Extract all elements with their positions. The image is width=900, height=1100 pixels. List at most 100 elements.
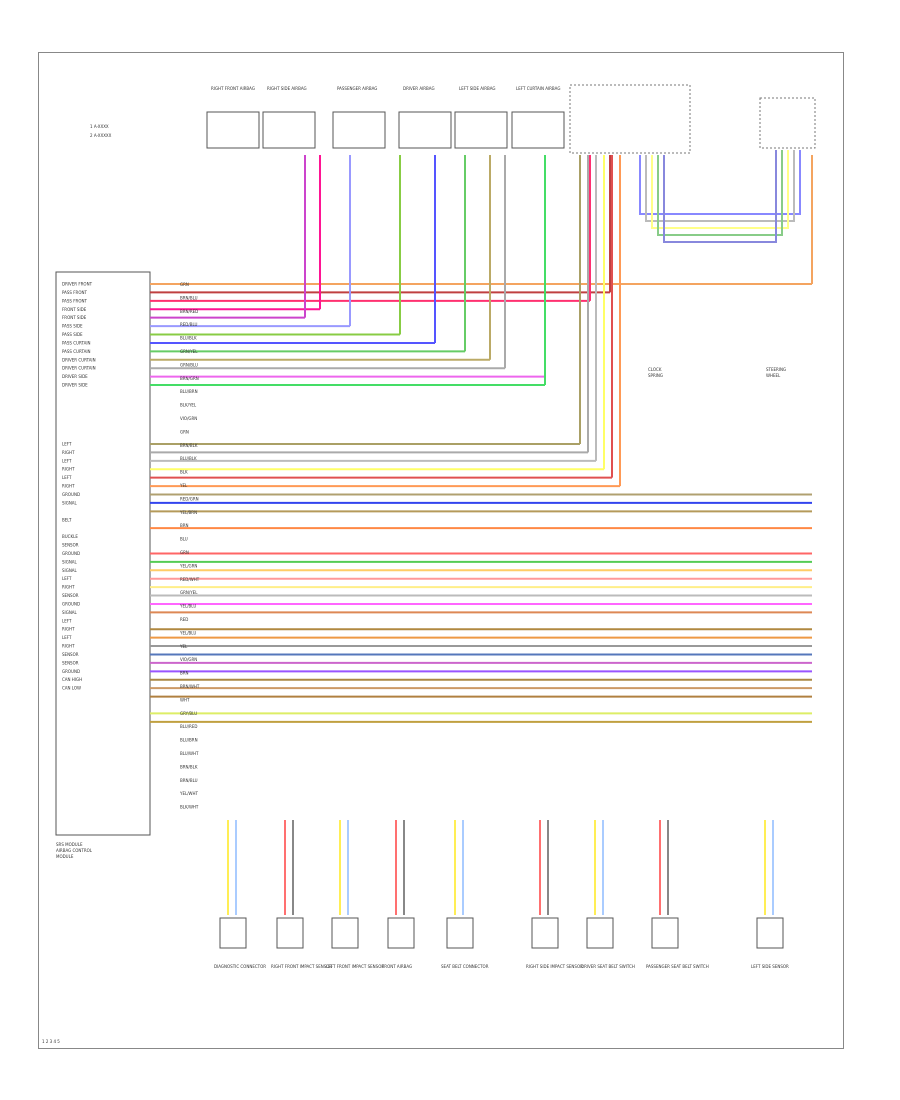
bottom-component-label: DIAGNOSTIC CONNECTOR bbox=[214, 964, 266, 969]
pin-label: DRIVER CURTAIN bbox=[62, 357, 96, 362]
bottom-component-3: LEFT FRONT IMPACT SENSOR bbox=[326, 820, 384, 969]
bottom-component-1: DIAGNOSTIC CONNECTOR bbox=[214, 820, 266, 969]
pin-label: LEFT bbox=[62, 441, 72, 446]
wire-color-label: RED/WHT bbox=[180, 577, 200, 582]
clock-spring-wire bbox=[639, 150, 801, 215]
pin-label: LEFT bbox=[62, 458, 72, 463]
top-component-label: RIGHT SIDE AIRBAG bbox=[267, 86, 307, 91]
wire-color-label: BRN/BLU bbox=[180, 295, 198, 300]
wire-color-label: GRN/YEL bbox=[180, 349, 198, 354]
wire-color-label: BRN/GRN bbox=[180, 376, 199, 381]
legend-item-1: 1 A-XXXX bbox=[90, 124, 109, 129]
wire-color-label: WHT bbox=[180, 697, 190, 702]
pin-label: GROUND bbox=[62, 669, 80, 674]
module-caption-line-3: MODULE bbox=[56, 854, 74, 859]
wire-color-label: BLU/BRN bbox=[180, 389, 198, 394]
wire-color-label: BLK/YEL bbox=[180, 403, 197, 408]
wire-color-label: BRN/WHT bbox=[180, 684, 200, 689]
wire-color-label: GRN bbox=[180, 282, 189, 287]
wire-color-label: BLU/RED bbox=[180, 724, 197, 729]
pin-label: GROUND bbox=[62, 551, 80, 556]
bottom-component-label: RIGHT SIDE IMPACT SENSOR bbox=[526, 964, 583, 969]
pin-label: SENSOR bbox=[62, 652, 79, 657]
wire-color-label: GRY/BLU bbox=[180, 711, 197, 716]
pin-label: DRIVER SIDE bbox=[62, 383, 88, 388]
top-component-5: LEFT SIDE AIRBAG bbox=[454, 86, 508, 149]
bottom-component-label: SEAT BELT CONNECTOR bbox=[441, 964, 489, 969]
wire-color-label: YEL/WHT bbox=[179, 791, 199, 796]
bottom-component-6: RIGHT SIDE IMPACT SENSOR bbox=[526, 820, 583, 969]
wire-color-label: BRN bbox=[180, 523, 189, 528]
clock-spring-wire bbox=[663, 150, 777, 243]
pin-label: PASS FRONT bbox=[62, 290, 87, 295]
pin-label: LEFT bbox=[62, 618, 72, 623]
pin-label: SIGNAL bbox=[62, 610, 78, 615]
pin-label: RIGHT bbox=[62, 585, 75, 590]
wire-color-label: YEL/GRN bbox=[179, 563, 197, 568]
top-component-4: DRIVER AIRBAG bbox=[398, 86, 452, 149]
wire-color-label: BLU bbox=[180, 537, 188, 542]
pin-label: PASS SIDE bbox=[62, 332, 83, 337]
pin-label: SIGNAL bbox=[62, 568, 78, 573]
wire-color-label: RED/BLU bbox=[180, 322, 198, 327]
pin-label: LEFT bbox=[62, 635, 72, 640]
wire-color-label: GRN bbox=[180, 550, 189, 555]
clock-spring-wire bbox=[645, 150, 795, 222]
wire-color-label: BLU/BLK bbox=[180, 336, 197, 341]
wire-color-label: BLU/BRN bbox=[180, 738, 198, 743]
clock-spring-wire bbox=[651, 150, 789, 229]
top-component-label: LEFT SIDE AIRBAG bbox=[459, 86, 496, 91]
wire-color-label: BRN/BLK bbox=[180, 443, 198, 448]
bottom-component-label: DRIVER SEAT BELT SWITCH bbox=[581, 964, 635, 969]
wire-color-label: VIO/GRN bbox=[180, 657, 197, 662]
pin-label: GROUND bbox=[62, 492, 80, 497]
wire-color-label: YEL bbox=[179, 644, 188, 649]
pin-label: RIGHT bbox=[62, 467, 75, 472]
wire-label-group: GRN BRN/BLU BRN/RED RED/BLU BLU/BLK GRN/YEL GR… bbox=[179, 282, 200, 810]
bottom-component-label: RIGHT FRONT IMPACT SENSOR bbox=[271, 964, 332, 969]
top-component-2: RIGHT SIDE AIRBAG bbox=[262, 86, 316, 149]
side-note-line-2: SPRING bbox=[648, 373, 663, 378]
bottom-component-7: DRIVER SEAT BELT SWITCH bbox=[581, 820, 635, 969]
wire-color-label: VIO/GRN bbox=[180, 416, 197, 421]
wire-color-label: YEL/BRN bbox=[179, 510, 197, 515]
side-note-line-4: WHEEL bbox=[766, 373, 781, 378]
pin-label: SENSOR bbox=[62, 543, 79, 548]
wire-color-label: RED bbox=[180, 617, 188, 622]
pin-label: SENSOR bbox=[62, 593, 79, 598]
wire-color-label: BLU/WHT bbox=[180, 751, 199, 756]
top-component-label: DRIVER AIRBAG bbox=[403, 86, 435, 91]
bottom-component-label: LEFT FRONT IMPACT SENSOR bbox=[326, 964, 384, 969]
bottom-components: DIAGNOSTIC CONNECTOR RIGHT FRONT IMPACT S… bbox=[214, 820, 789, 969]
wire-color-label: BRN/RED bbox=[180, 309, 198, 314]
pin-label: CAN HIGH bbox=[62, 677, 82, 682]
footer-code: 1 2 3 4 5 bbox=[42, 1039, 60, 1044]
pin-label: CAN LOW bbox=[62, 686, 81, 691]
clock-spring-connector bbox=[569, 84, 816, 154]
wire-color-label: BRN/BLU bbox=[180, 778, 198, 783]
pin-label: PASS CURTAIN bbox=[62, 349, 91, 354]
legend: 1 A-XXXX 2 A-XXXXX bbox=[90, 124, 112, 138]
top-component-1: RIGHT FRONT AIRBAG bbox=[206, 86, 260, 149]
bottom-component-8: PASSENGER SEAT BELT SWITCH bbox=[646, 820, 709, 969]
top-component-label: RIGHT FRONT AIRBAG bbox=[211, 86, 255, 91]
pin-label: PASS SIDE bbox=[62, 324, 83, 329]
wire-color-label: BLK/WHT bbox=[180, 805, 199, 810]
top-components: RIGHT FRONT AIRBAG RIGHT SIDE AIRBAG PASSE… bbox=[206, 84, 816, 154]
wire-color-label: GRN bbox=[180, 429, 189, 434]
top-component-3: PASSENGER AIRBAG bbox=[332, 86, 386, 149]
pin-label: BUCKLE bbox=[62, 534, 78, 539]
module-caption-line-2: AIRBAG CONTROL bbox=[56, 848, 93, 853]
bottom-component-2: RIGHT FRONT IMPACT SENSOR bbox=[271, 820, 332, 969]
pin-label: FRONT SIDE bbox=[62, 307, 87, 312]
wire-color-label: BLU/BLK bbox=[180, 456, 197, 461]
bottom-component-4: FRONT AIRBAG bbox=[382, 820, 415, 969]
module-caption-line-1: SRS MODULE bbox=[56, 842, 83, 847]
bottom-component-9: LEFT SIDE SENSOR bbox=[751, 820, 789, 969]
wire-color-label: GRN/BLU bbox=[180, 362, 198, 367]
bottom-component-label: PASSENGER SEAT BELT SWITCH bbox=[646, 964, 709, 969]
pin-label: SENSOR bbox=[62, 660, 79, 665]
bottom-component-5: SEAT BELT CONNECTOR bbox=[441, 820, 489, 969]
wire-color-label: BRN bbox=[180, 671, 189, 676]
